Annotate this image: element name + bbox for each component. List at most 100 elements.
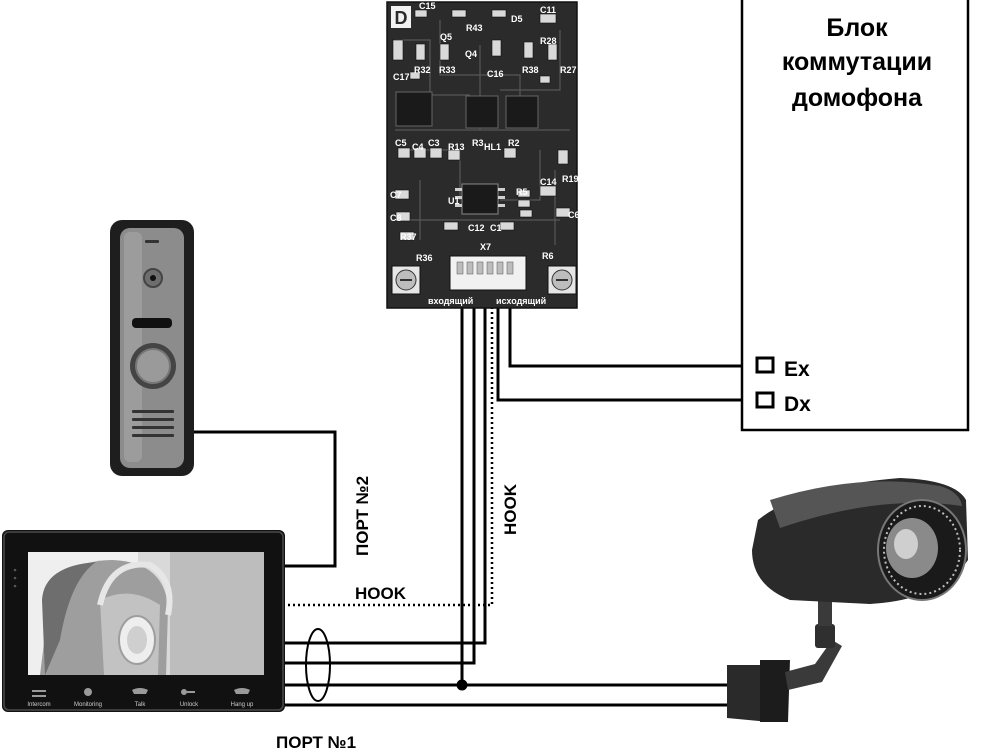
port1-label: ПОРТ №1 (276, 733, 356, 752)
pcb-label: C1 (490, 223, 502, 233)
monitor-button-talk[interactable]: Talk (132, 688, 148, 708)
switch-unit-title-line1: Блок (826, 14, 888, 42)
pcb-label: R27 (560, 65, 577, 75)
pcb-label: C15 (419, 1, 436, 11)
hook-horizontal-label: HOOK (355, 584, 407, 603)
pcb-port-out-label: исходящий (496, 296, 546, 306)
pcb-label: R19 (562, 174, 579, 184)
pcb-port-in-label: входящий (428, 296, 473, 306)
pcb-trimmer-r6 (547, 265, 577, 295)
camera-joint (815, 624, 835, 648)
pcb-label: C5 (395, 138, 407, 148)
pcb-label: R33 (439, 65, 456, 75)
pcb-label: R43 (466, 23, 483, 33)
pcb-label: C14 (540, 177, 557, 187)
junction-dot (456, 679, 468, 691)
wire-dx (496, 307, 757, 402)
pcb-label: R38 (522, 65, 539, 75)
monitor-bezel-edge (3, 531, 284, 711)
wire-ex (508, 307, 757, 368)
door-panel-slot (145, 240, 159, 243)
pcb-label: HL1 (484, 142, 501, 152)
pcb-label: R36 (416, 253, 433, 263)
monitor-button-label: Talk (135, 702, 147, 708)
pcb-ic-1 (395, 91, 433, 127)
pcb-trimmer-r36 (391, 265, 421, 295)
terminal-ex (755, 356, 775, 374)
pcb-label: Q4 (465, 49, 477, 59)
monitor-button-unlock[interactable]: Unlock (180, 689, 199, 708)
monitor-button-intercom[interactable]: Intercom (27, 690, 51, 708)
wire-port1-b (283, 307, 476, 665)
pcb-label: C8 (390, 213, 402, 223)
pcb-connector-pins (456, 261, 514, 275)
door-panel-nameplate (132, 318, 172, 328)
camera-arm (785, 640, 842, 690)
cable-bundle-marker (305, 628, 331, 702)
pcb-label: C16 (487, 69, 504, 79)
pcb-label: C6 (568, 210, 580, 220)
pcb-label: R13 (448, 142, 465, 152)
monitor-button-hang-up[interactable]: Hang up (231, 688, 254, 708)
hook-vertical-label: HOOK (501, 483, 520, 535)
pcb-label: C11 (540, 5, 556, 15)
pcb-label: R28 (540, 36, 557, 46)
pcb-label: R6 (542, 251, 554, 261)
camera-ir-leds (883, 505, 961, 595)
pcb-label: D5 (511, 14, 523, 24)
door-call-panel (110, 220, 194, 476)
terminal-dx (755, 391, 775, 409)
pcb-component-labels: C15 C11 D5 R43 Q5 R28 Q4 C17 R32 R33 C16… (390, 1, 580, 263)
pcb-board: D (386, 1, 580, 309)
pcb-label: R5 (516, 187, 528, 197)
terminal-dx-label: Dx (784, 393, 811, 416)
cctv-camera (727, 478, 968, 722)
pcb-ic-3 (505, 95, 539, 129)
door-panel-speaker-grille (132, 410, 174, 437)
pcb-small-parts (392, 9, 571, 241)
pcb-label: C7 (390, 190, 402, 200)
door-panel-highlight (124, 232, 142, 462)
pcb-label: C17 (393, 72, 410, 82)
pcb-ic-u1 (461, 183, 499, 215)
monitor-button-monitoring[interactable]: Monitoring (74, 688, 102, 708)
pcb-label: C4 (412, 142, 424, 152)
monitor-button-label: Hang up (231, 702, 254, 708)
pcb-label: R37 (400, 232, 417, 242)
port2-label: ПОРТ №2 (353, 476, 372, 556)
camera-wall-mount (727, 665, 770, 722)
pcb-label: R32 (414, 65, 431, 75)
monitor-screen-headphones (97, 561, 173, 616)
video-monitor: Intercom Monitoring Talk Unlock Hang up (2, 530, 285, 712)
pcb-label: Q5 (440, 32, 452, 42)
monitor-button-row: Intercom Monitoring Talk Unlock Hang up (27, 688, 254, 708)
pcb-connector-label: X7 (480, 242, 491, 252)
pcb-label: R2 (508, 138, 520, 148)
monitor-button-label: Unlock (180, 702, 199, 708)
pcb-label: C3 (428, 138, 440, 148)
camera-lens-glass (894, 529, 918, 559)
terminal-ex-label: Ex (784, 358, 810, 381)
door-panel-camera-eye (150, 275, 156, 281)
pcb-label: C12 (468, 223, 485, 233)
switch-unit-box (740, 0, 970, 432)
camera-sunshield (770, 481, 962, 528)
wire-port1-a (283, 307, 487, 645)
switch-unit: Блок коммутации домофона Ex Dx (740, 0, 970, 432)
switch-unit-title-line3: домофона (792, 84, 923, 112)
pcb-label: R3 (472, 138, 484, 148)
wire-port2 (188, 430, 337, 568)
monitor-button-label: Intercom (27, 702, 50, 708)
monitor-side-dots (13, 568, 17, 588)
monitor-button-label: Monitoring (74, 702, 102, 708)
pcb-ic-u1-pins (455, 188, 505, 207)
pcb-logo: D (395, 8, 408, 28)
switch-unit-title-line2: коммутации (782, 48, 932, 76)
wires (188, 307, 757, 707)
door-panel-call-button (135, 348, 171, 384)
pcb-label: U1 (448, 196, 460, 206)
pcb-logo-bg (391, 6, 411, 28)
monitor-screen (28, 552, 264, 675)
camera-stem (818, 600, 832, 626)
